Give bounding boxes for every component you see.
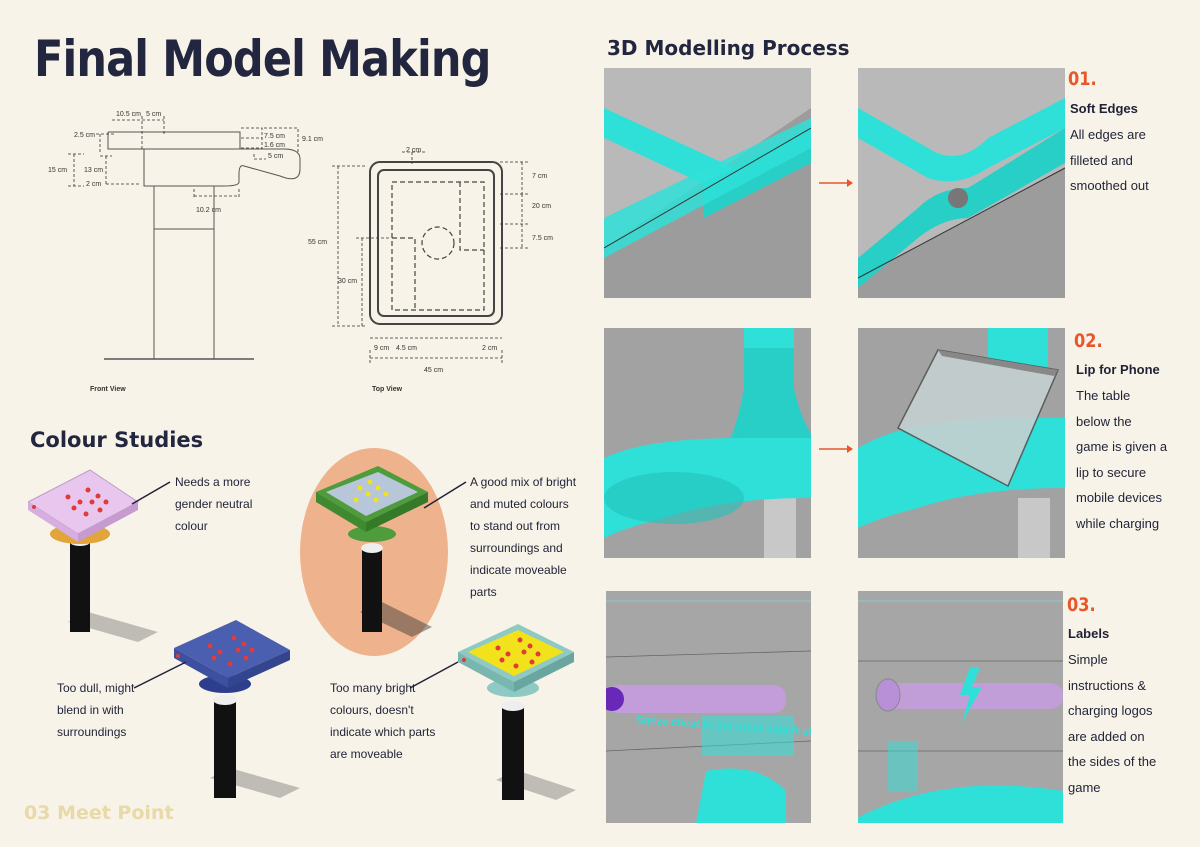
step-1-text: All edges are filleted and smoothed out (1070, 122, 1149, 199)
step-1-line-1: All edges are (1070, 127, 1146, 142)
top-dim-10: 45 cm (424, 367, 443, 374)
note-yellow-line-1: Too many bright (330, 681, 416, 695)
note-green-line-3: to stand out from (470, 519, 561, 533)
step-3-line-3: charging logos (1068, 703, 1153, 718)
front-dim-1: 10.5 cm (116, 111, 141, 118)
front-dim-6: 9.1 cm (302, 136, 323, 143)
front-dim-5: 1.6 cm (264, 142, 285, 149)
top-view-label: Top View (372, 386, 403, 393)
step-2-number: 02. (1074, 330, 1103, 352)
step-1-line-3: smoothed out (1070, 178, 1149, 193)
note-green-line-4: surroundings and (470, 541, 563, 555)
step-3-text: Simple instructions & charging logos are… (1068, 647, 1156, 800)
front-dim-4: 7.5 cm (264, 133, 285, 140)
front-dim-7: 5 cm (268, 153, 283, 160)
note-green-line-6: parts (470, 585, 497, 599)
top-dim-7: 9 cm (374, 345, 389, 352)
blue-model (174, 620, 300, 798)
front-dim-9: 13 cm (84, 167, 103, 174)
front-dim-11: 10.2 cm (196, 207, 221, 214)
page-title: Final Model Making (34, 30, 491, 88)
note-yellow-line-4: are moveable (330, 747, 403, 761)
step-3-title: Labels (1068, 626, 1110, 641)
step-2-line-3: game is given a (1076, 439, 1168, 454)
top-dim-8: 4.5 cm (396, 345, 417, 352)
step-3-line-1: Simple (1068, 652, 1108, 667)
step-1-number: 01. (1068, 68, 1097, 90)
arrow-1 (817, 176, 853, 190)
front-dim-10: 2 cm (86, 181, 101, 188)
top-dim-5: 55 cm (308, 239, 327, 246)
note-green-line-1: A good mix of bright (470, 475, 577, 489)
note-blue-line-3: surroundings (57, 725, 127, 739)
step-3-line-6: game (1068, 779, 1101, 795)
step-2-line-2: below the (1076, 413, 1132, 429)
note-yellow-line-3: indicate which parts (330, 725, 436, 739)
step-2-title: Lip for Phone (1076, 362, 1160, 377)
note-green-line-2: and muted colours (470, 497, 569, 511)
note-blue: Too dull, might blend in with surroundin… (57, 677, 134, 743)
modelling-heading: 3D Modelling Process (607, 36, 850, 60)
top-dim-1: 2 cm (406, 147, 421, 154)
note-pink-line-2: gender neutral (175, 497, 253, 511)
top-dim-2: 7 cm (532, 173, 547, 180)
note-pink-line-1: Needs a more (175, 475, 251, 489)
step-3-line-5: the sides of the (1068, 754, 1157, 769)
front-dim-3: 2.5 cm (74, 132, 95, 139)
top-dim-4: 7.5 cm (532, 235, 553, 242)
top-dim-9: 2 cm (482, 345, 497, 352)
render-3-before: Sqeze chest to the other side first (606, 591, 811, 823)
render-1-after (858, 68, 1065, 298)
footer-brand: 03 Meet Point (24, 802, 174, 824)
step-3-number: 03. (1067, 594, 1096, 616)
render-3-after (858, 591, 1063, 823)
note-blue-line-1: Too dull, might (57, 681, 135, 695)
step-2-line-5: mobile devices (1076, 490, 1162, 505)
render-2-after (858, 328, 1065, 558)
pink-model (28, 469, 158, 642)
step-2-line-4: lip to secure (1076, 464, 1147, 480)
note-pink: Needs a more gender neutral colour (175, 471, 252, 537)
front-view-sketch: 10.5 cm 5 cm 2.5 cm 7.5 cm 1.6 cm 9.1 cm… (48, 111, 323, 360)
yellow-model (458, 624, 576, 800)
note-green-line-5: indicate moveable (470, 563, 567, 577)
step-3-line-2: instructions & (1068, 677, 1147, 693)
green-model (316, 466, 432, 637)
front-view-label: Front View (90, 386, 126, 393)
note-yellow-line-2: colours, doesn't (330, 703, 414, 717)
top-dim-3: 20 cm (532, 203, 551, 210)
note-green: A good mix of bright and muted colours t… (470, 471, 576, 603)
top-view-sketch: 2 cm 7 cm 20 cm 7.5 cm 55 cm 30 cm 9 cm … (308, 147, 553, 374)
step-2-line-6: while charging (1076, 515, 1160, 531)
step-2-text: The table below the game is given a lip … (1076, 383, 1167, 536)
step-2-line-1: The table (1076, 388, 1131, 403)
step-1-title: Soft Edges (1070, 101, 1138, 116)
top-dim-6: 30 cm (338, 278, 357, 285)
step-1-line-2: filleted and (1070, 152, 1133, 168)
note-blue-line-2: blend in with (57, 703, 124, 717)
render-1-before (604, 68, 811, 298)
front-dim-2: 5 cm (146, 111, 161, 118)
front-dim-8: 15 cm (48, 167, 67, 174)
step-3-line-4: are added on (1068, 728, 1145, 744)
note-pink-line-3: colour (175, 519, 208, 533)
arrow-2 (817, 442, 853, 456)
render-2-before (604, 328, 811, 558)
colour-studies-heading: Colour Studies (30, 428, 204, 452)
note-yellow: Too many bright colours, doesn't indicat… (330, 677, 435, 765)
